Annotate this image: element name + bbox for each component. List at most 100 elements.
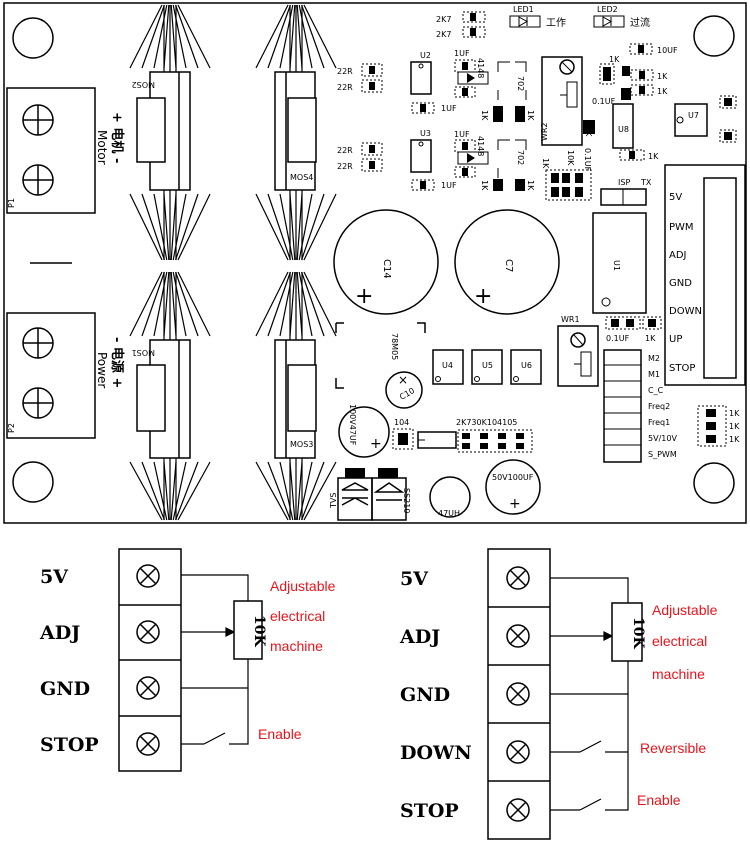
- right-pot-label: 10K: [630, 617, 646, 649]
- cap50v-label: 50V100UF: [492, 473, 534, 482]
- led2-label: LED2: [597, 5, 618, 14]
- r1k-label: 1K: [480, 110, 489, 121]
- left-note-enable: Enable: [258, 726, 302, 742]
- pin-label: ADJ: [399, 626, 440, 648]
- diode-label: 4148: [476, 136, 485, 156]
- header-pin-label: STOP: [669, 363, 695, 374]
- u8-section: 47K 0.1UF U8 1K: [583, 63, 659, 161]
- row-values-label: 2K730K104105: [456, 418, 517, 427]
- r1k-label: 1K: [657, 72, 668, 81]
- mosfet-mos4: MOS4: [274, 71, 317, 191]
- plus-mark: +: [509, 496, 521, 512]
- cap-label: 0.1UF: [592, 97, 616, 106]
- isp-header: ISP TX: [600, 178, 652, 206]
- r2k7-label: 2K7: [436, 15, 451, 24]
- jumper-label: M2: [648, 354, 660, 363]
- screw-terminal-icon: [506, 566, 530, 590]
- led1-text: 工作: [546, 17, 566, 29]
- chip-u2: U2 1UF: [410, 51, 457, 114]
- pin-label: STOP: [40, 734, 99, 756]
- u4-label: U4: [442, 361, 453, 370]
- right-header: [664, 164, 746, 386]
- side-1k-resistors: [697, 405, 727, 447]
- u1-label: U1: [612, 260, 621, 271]
- left-terminal-block: [118, 548, 182, 772]
- r1k-label: 1K: [657, 87, 668, 96]
- u7-label: U7: [688, 111, 699, 120]
- c104-label: 104: [394, 418, 409, 427]
- p2-label: P2: [7, 423, 16, 433]
- u5-label: U5: [482, 361, 493, 370]
- r22-label: 22R: [337, 83, 353, 92]
- jumper-label: C_C: [648, 386, 664, 395]
- isp-label: ISP: [618, 178, 630, 187]
- r1k-label: 1K: [648, 152, 659, 161]
- r1k-label: 1K: [526, 180, 535, 191]
- cap-label: 1UF: [441, 181, 457, 190]
- r1k-label: 1K: [645, 334, 656, 343]
- pin-label: GND: [40, 678, 90, 700]
- r22-label: 22R: [337, 146, 353, 155]
- diode-label: 4148: [476, 58, 485, 78]
- r22-label: 22R: [337, 162, 353, 171]
- inductor-47uh: 47UH: [429, 476, 471, 518]
- mount-hole-icon: [12, 17, 54, 59]
- mount-hole-icon: [12, 461, 54, 503]
- power-label: - 电源 +: [109, 337, 125, 388]
- left-screw-terminals: [136, 564, 160, 756]
- cap-label: 0.1UF: [583, 148, 592, 172]
- header-pin-label: 5V: [669, 192, 682, 203]
- right-note-adjustable: Adjustable: [652, 602, 718, 618]
- jumper-block: [603, 349, 642, 463]
- left-note-machine: machine: [270, 638, 323, 654]
- bottom-smd-row: 2K730K104105: [456, 418, 533, 453]
- chip-u6: U6: [510, 349, 542, 385]
- potentiometer-wr1: WR1: [557, 315, 599, 387]
- resistor-stack: 10K 0.1UF 1K: [541, 148, 592, 201]
- header-pin-label: DOWN: [669, 306, 702, 317]
- terminal-p2: P2: [6, 312, 96, 439]
- left-wires: [181, 574, 249, 745]
- wr2-label: WR2: [540, 122, 549, 141]
- header-pin-label: GND: [669, 278, 692, 289]
- right-potentiometer: 10K: [611, 602, 646, 662]
- chip-u7: U7: [674, 95, 737, 143]
- c7-label: C7: [503, 259, 514, 272]
- cap-label: 0.1UF: [606, 334, 630, 343]
- terminal-p1: P1: [6, 87, 96, 214]
- screw-terminal-icon: [136, 564, 160, 588]
- ind-label: 47UH: [438, 509, 460, 518]
- screw-terminal-icon: [136, 676, 160, 700]
- mos3-label: MOS3: [290, 440, 313, 449]
- diode-ss210: SS210: [371, 468, 411, 521]
- power-label-en: Power: [95, 352, 109, 388]
- mount-hole-icon: [693, 462, 735, 504]
- cap-label: 1UF: [454, 130, 470, 139]
- right-screw-terminals: [506, 566, 530, 822]
- r1k-label: 1K: [729, 435, 740, 444]
- plus-mark: +: [370, 436, 382, 452]
- tvs-label: TVS: [329, 493, 338, 509]
- r1k-label: 1K: [526, 110, 535, 121]
- capacitor-100v47uf: 100V47UF + 104: [338, 404, 457, 458]
- tx-label: TX: [640, 178, 652, 187]
- screw-terminal-icon: [506, 740, 530, 764]
- cap-label: 1UF: [454, 49, 470, 58]
- right-note-machine: machine: [652, 666, 705, 682]
- r1k-label: 1K: [541, 158, 550, 169]
- right-terminal-block: [487, 548, 551, 840]
- mosfet-lead-fans: [129, 4, 337, 521]
- led-section: 2K7 2K7 LED1 工作 LED2 过流 1K 10UF 1K 1K: [436, 5, 678, 96]
- jumper-label: S_PWM: [648, 450, 677, 459]
- cap-label: 1UF: [441, 104, 457, 113]
- r1k-label: 1K: [480, 180, 489, 191]
- jumper-label: 5V/10V: [648, 434, 677, 443]
- motor-label: + 电机 -: [109, 112, 125, 163]
- u8-label: U8: [618, 125, 629, 134]
